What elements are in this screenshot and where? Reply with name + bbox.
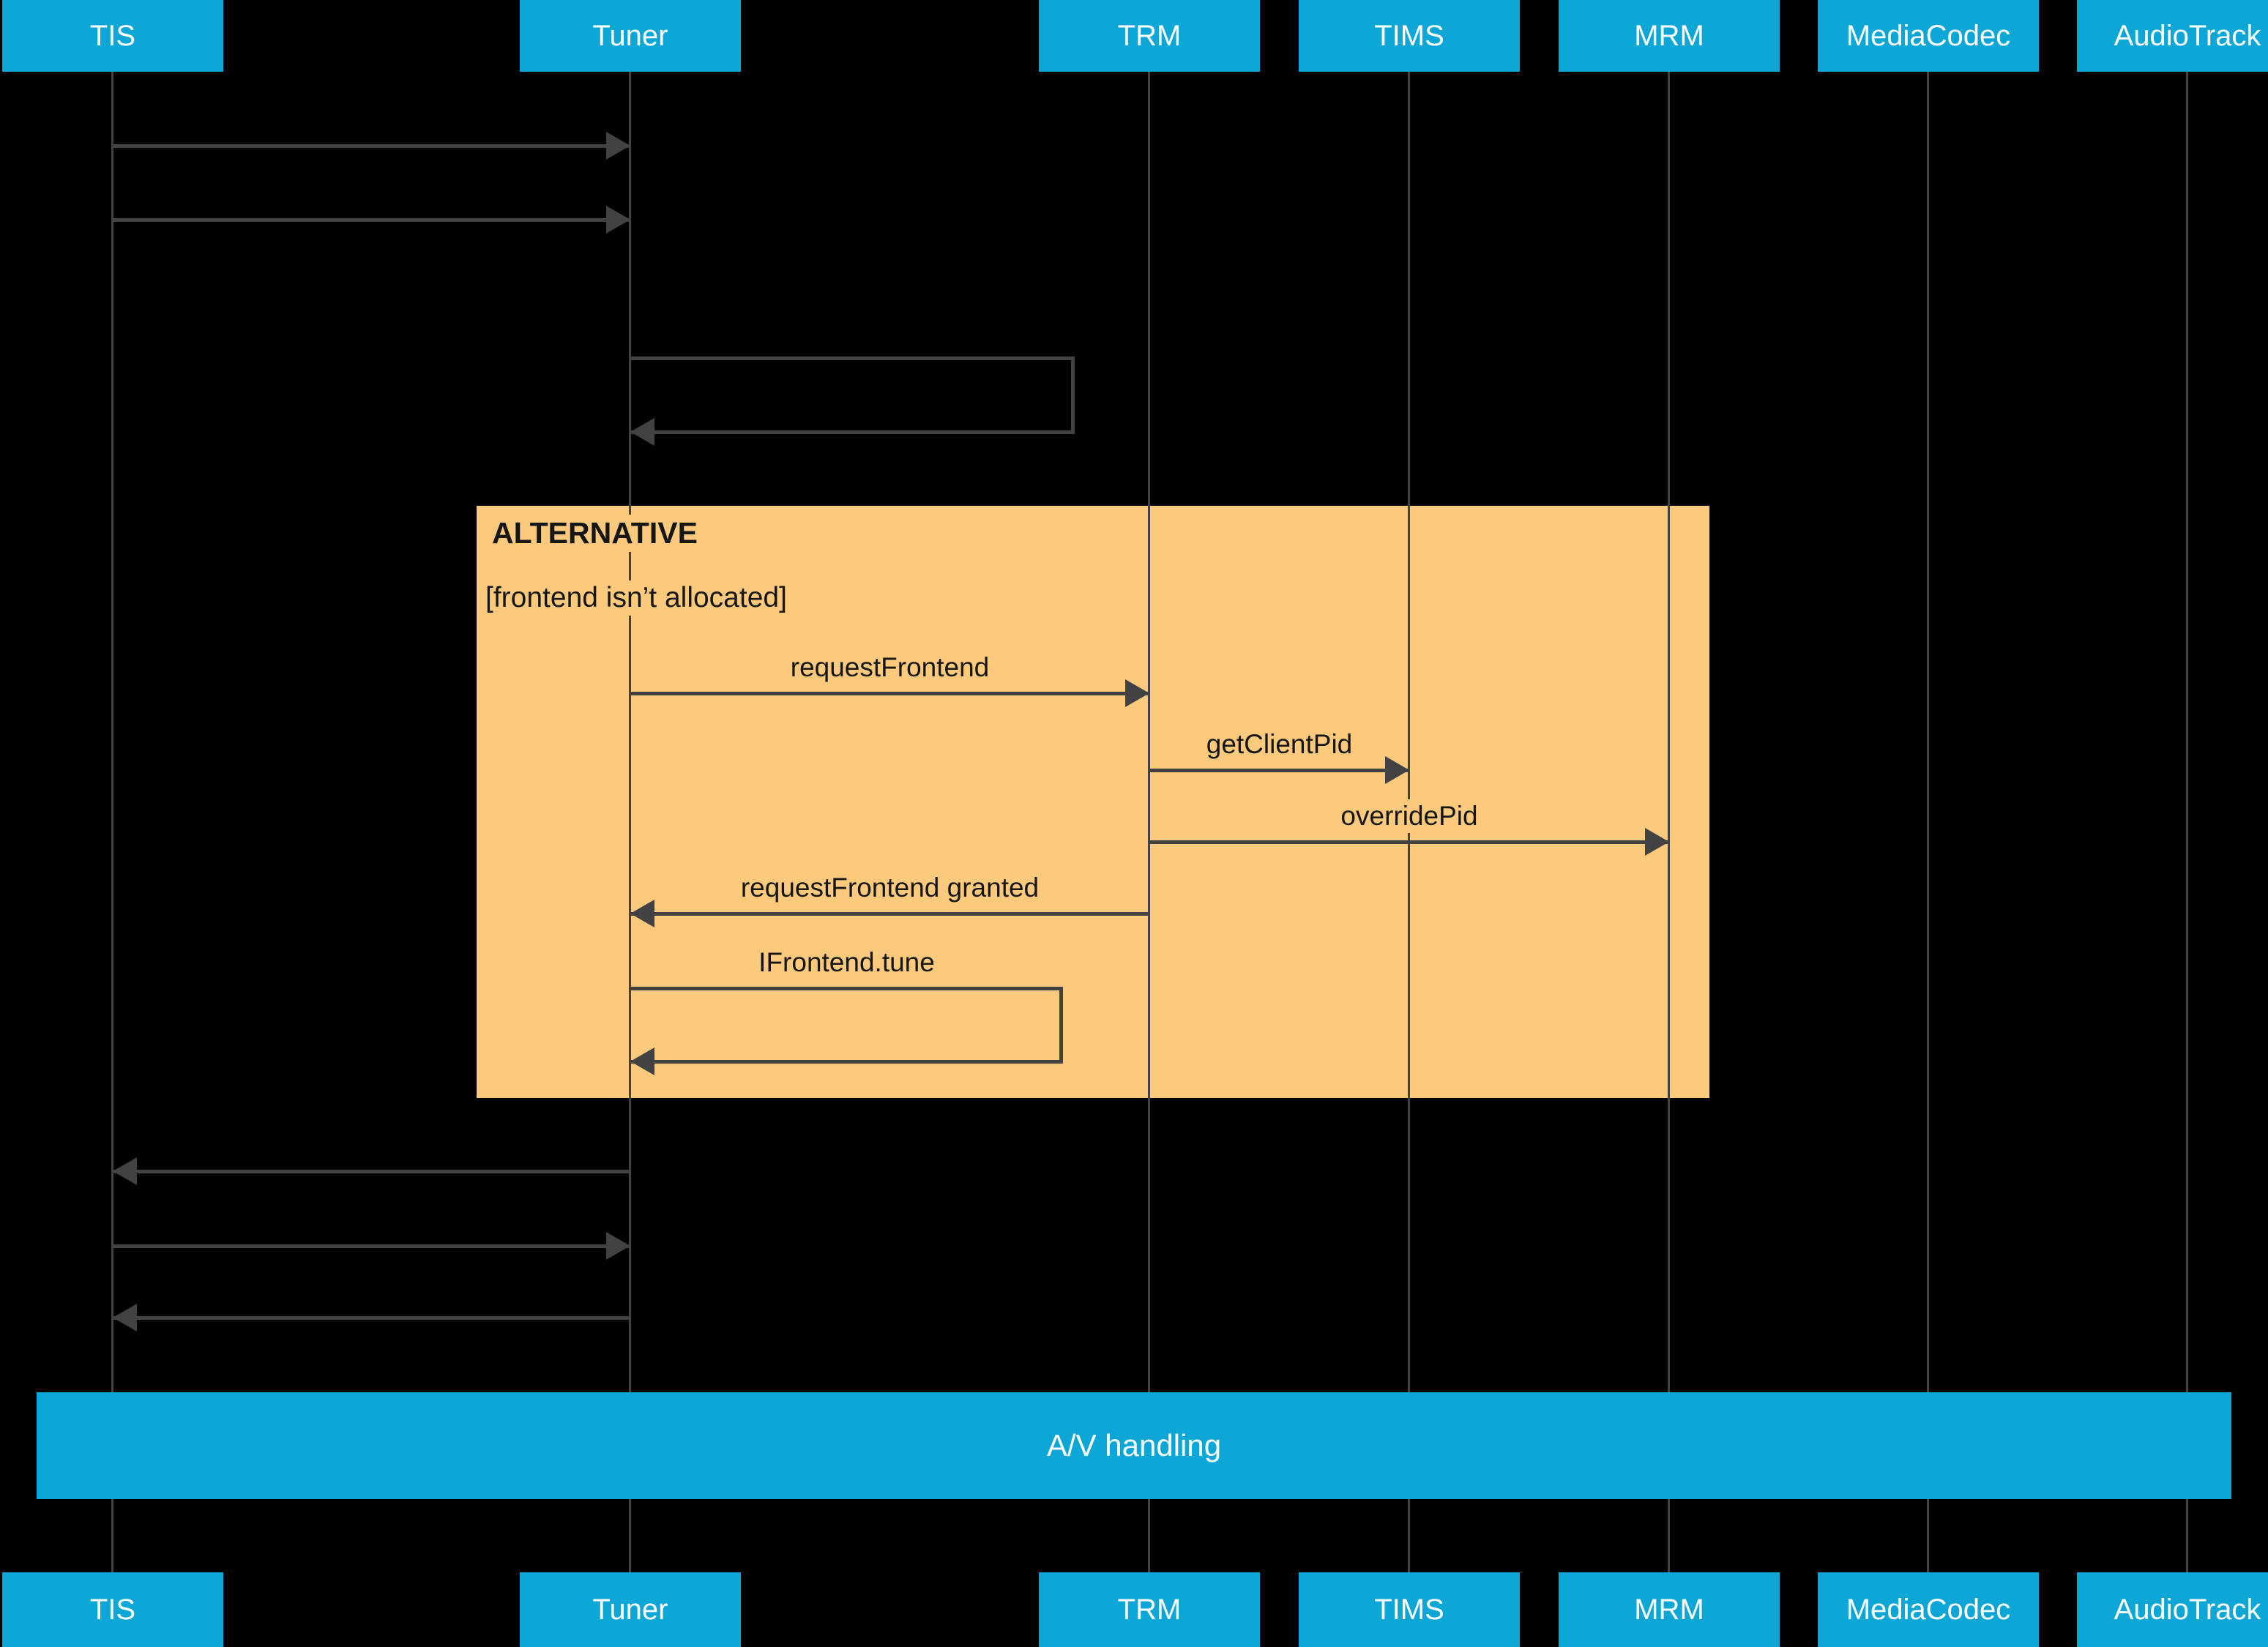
- message-arrow-trm-to-mrm: [1149, 840, 1669, 844]
- arrowhead-icon: [630, 900, 654, 927]
- alt-block-condition: [frontend isn’t allocated]: [478, 580, 794, 616]
- actor-box-bottom-tuner: Tuner: [520, 1572, 741, 1647]
- message-label: IFrontend.tune: [750, 946, 944, 979]
- lifeline-trm: [1148, 72, 1150, 1572]
- arrowhead-icon: [113, 1157, 137, 1185]
- arrowhead-icon: [1645, 828, 1669, 856]
- actor-box-bottom-mediacodec: MediaCodec: [1818, 1572, 2039, 1647]
- actor-box-bottom-mrm: MRM: [1559, 1572, 1780, 1647]
- message-arrow-tuner-to-tis: [113, 1316, 630, 1320]
- message-arrow-tuner-to-tis: [113, 1170, 630, 1173]
- alt-block-title: ALTERNATIVE: [485, 515, 705, 552]
- actor-box-bottom-trm: TRM: [1039, 1572, 1260, 1647]
- av-handling-label: A/V handling: [1046, 1428, 1222, 1463]
- lifeline-mediacodec: [1927, 72, 1929, 1572]
- message-arrow-tis-to-tuner: [113, 218, 630, 222]
- av-handling-bar: A/V handling: [37, 1392, 2231, 1499]
- arrowhead-icon: [606, 1232, 630, 1260]
- actor-box-top-tuner: Tuner: [520, 0, 741, 72]
- actor-box-top-mrm: MRM: [1559, 0, 1780, 72]
- actor-box-top-mediacodec: MediaCodec: [1818, 0, 2039, 72]
- arrowhead-icon: [1125, 679, 1149, 707]
- message-label: requestFrontend granted: [731, 871, 1048, 905]
- actor-box-top-audiotrack: AudioTrack: [2077, 0, 2268, 72]
- message-arrow-tis-to-tuner: [113, 144, 630, 148]
- arrowhead-icon: [606, 206, 630, 234]
- actor-box-bottom-audiotrack: AudioTrack: [2077, 1572, 2268, 1647]
- lifeline-tis: [111, 72, 113, 1572]
- lifeline-mrm: [1668, 72, 1670, 1572]
- message-arrow-tis-to-tuner: [113, 1244, 630, 1248]
- lifeline-tuner: [629, 72, 631, 1572]
- message-arrow-tuner-to-trm: [630, 692, 1149, 695]
- arrowhead-icon: [1385, 756, 1409, 784]
- actor-box-top-trm: TRM: [1039, 0, 1260, 72]
- actor-box-top-tims: TIMS: [1299, 0, 1520, 72]
- arrowhead-icon: [630, 418, 654, 446]
- actor-box-top-tis: TIS: [2, 0, 223, 72]
- lifeline-audiotrack: [2186, 72, 2188, 1572]
- arrowhead-icon: [630, 1047, 654, 1075]
- self-call-tuner: [630, 356, 1075, 434]
- arrowhead-icon: [113, 1304, 137, 1332]
- actor-box-bottom-tims: TIMS: [1299, 1572, 1520, 1647]
- message-label: getClientPid: [1197, 728, 1362, 761]
- self-call-tuner: [630, 987, 1063, 1064]
- actor-box-bottom-tis: TIS: [2, 1572, 223, 1647]
- message-label: overridePid: [1332, 799, 1487, 833]
- arrowhead-icon: [606, 132, 630, 160]
- message-label: requestFrontend: [781, 651, 999, 684]
- message-arrow-trm-to-tuner: [630, 912, 1149, 916]
- message-arrow-trm-to-tims: [1149, 769, 1409, 772]
